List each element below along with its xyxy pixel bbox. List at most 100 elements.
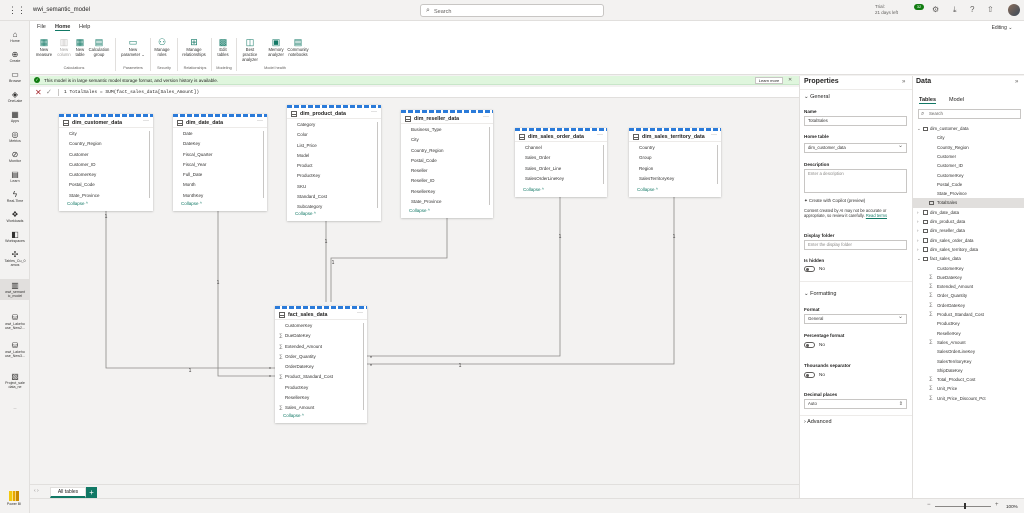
spinner-arrows-icon[interactable]: ⇕	[898, 401, 903, 407]
nav-item-6[interactable]: ⊘Monitor	[0, 148, 30, 165]
tree-field-item[interactable]: ShipDateKey	[913, 366, 1024, 375]
nav-item-3[interactable]: ◈OneLake	[0, 88, 30, 105]
decimal-places-spinner[interactable]: Auto⇕	[804, 399, 907, 409]
collapse-link[interactable]: Collapse ^	[637, 187, 658, 192]
more-options-icon[interactable]: ···	[371, 109, 377, 115]
tab-all-tables[interactable]: All tables	[50, 487, 86, 498]
tree-table-item[interactable]: ⌄fact_sales_data	[913, 254, 1024, 263]
tree-field-item[interactable]: ∑DueDateKey	[913, 273, 1024, 282]
table-field[interactable]: ∑DueDateKey	[275, 331, 367, 341]
field-list-scrollbar[interactable]	[716, 145, 718, 184]
table-field[interactable]: Postal_Code	[401, 156, 493, 166]
table-card-header[interactable]: dim_reseller_data···	[401, 113, 493, 124]
new-column-button[interactable]: ▥New column	[56, 37, 72, 58]
nav-item-7[interactable]: ▤Learn	[0, 168, 30, 185]
table-field[interactable]: Date	[173, 129, 267, 139]
chevron-right-icon[interactable]: ›	[917, 209, 919, 215]
relationship-territory-fact[interactable]	[367, 197, 675, 365]
table-card-header[interactable]: dim_product_data···	[287, 108, 381, 119]
calc-group-button[interactable]: ▤Calculation group	[88, 37, 110, 58]
table-field[interactable]: Reseller	[401, 166, 493, 176]
zoom-slider[interactable]	[935, 506, 991, 507]
table-field[interactable]: CustomerKey	[59, 170, 153, 180]
model-title[interactable]: wwi_semantic_model	[33, 7, 91, 13]
table-field[interactable]: OrderDateKey	[275, 362, 367, 372]
table-field[interactable]: Subcategory	[287, 202, 381, 212]
chevron-down-icon[interactable]: ⌄	[917, 256, 921, 262]
new-measure-button[interactable]: ▦New measure	[35, 37, 53, 58]
data-search-input[interactable]: ⌕Search	[918, 109, 1021, 119]
table-field[interactable]: Country_Region	[401, 146, 493, 156]
tree-field-item[interactable]: Country_Region	[913, 143, 1024, 152]
table-field[interactable]: ∑Sales_Amount	[275, 403, 367, 413]
table-field[interactable]: Fiscal_Year	[173, 160, 267, 170]
dax-formula-input[interactable]: 1 TotalSales = SUM(fact_sales_data[Sales…	[64, 90, 200, 95]
table-field[interactable]: List_Price	[287, 141, 381, 151]
create-with-copilot-button[interactable]: ✦ Create with Copilot (preview)	[804, 198, 865, 204]
table-field[interactable]: Business_Type	[401, 125, 493, 135]
app-launcher-icon[interactable]: ⋮⋮	[8, 5, 26, 15]
percentage-format-toggle[interactable]	[804, 342, 815, 348]
zoom-in-button[interactable]: +	[995, 502, 999, 508]
table-field[interactable]: Standard_Cost	[287, 192, 381, 202]
trial-status[interactable]: Trial:21 days left	[875, 4, 898, 16]
nav-item-4[interactable]: ▦Apps	[0, 108, 30, 125]
nav-item-0[interactable]: ⌂Home	[0, 28, 30, 45]
collapse-link[interactable]: Collapse ^	[295, 211, 316, 216]
nav-item-13[interactable]: ⛁wwi_Lakeho use_New2...	[0, 311, 30, 332]
powerbi-switcher[interactable]: Power BI	[3, 490, 25, 512]
table-field[interactable]: Reseller_ID	[401, 176, 493, 186]
table-field[interactable]: Model	[287, 151, 381, 161]
more-options-icon[interactable]: ···	[357, 310, 363, 316]
table-field[interactable]: Product	[287, 161, 381, 171]
tab-tables[interactable]: Tables	[919, 97, 937, 104]
display-folder-field[interactable]: Enter the display folder	[804, 240, 907, 250]
table-field[interactable]: ∑Order_Quantity	[275, 352, 367, 362]
edit-tables-button[interactable]: ▩Edit tables	[214, 37, 232, 58]
learn-more-button[interactable]: Learn more	[755, 76, 783, 84]
zoom-out-button[interactable]: −	[927, 502, 931, 508]
tree-field-item[interactable]: ∑Extended_Amount	[913, 282, 1024, 291]
tree-field-item[interactable]: ∑OrderDateKey	[913, 301, 1024, 310]
tree-measure-item[interactable]: TotalSales	[913, 198, 1024, 208]
tab-scroll-arrows[interactable]: ‹ ›	[34, 488, 39, 494]
nav-item-16[interactable]: ...	[0, 404, 30, 412]
nav-item-15[interactable]: ▧Project_sale data_ne	[0, 370, 30, 391]
relationship-reseller-fact[interactable]	[330, 218, 448, 302]
field-list-scrollbar[interactable]	[148, 131, 150, 198]
help-icon[interactable]: ?	[970, 5, 975, 14]
tree-field-item[interactable]: Postal_Code	[913, 180, 1024, 189]
field-list-scrollbar[interactable]	[262, 131, 264, 198]
collapse-link[interactable]: Collapse ^	[181, 201, 202, 206]
download-icon[interactable]: ⤓	[953, 5, 957, 14]
relationship-customer-fact[interactable]	[105, 211, 275, 369]
chevron-right-icon[interactable]: ›	[917, 237, 919, 243]
tree-field-item[interactable]: ∑Total_Product_Cost	[913, 375, 1024, 384]
table-field[interactable]: ∑Product_Standard_Cost	[275, 372, 367, 382]
more-options-icon[interactable]: ···	[257, 118, 263, 124]
home-table-select[interactable]: dim_customer_data	[804, 142, 907, 153]
tree-field-item[interactable]: Customer_ID	[913, 161, 1024, 170]
notebooks-button[interactable]: ▤Community notebooks	[285, 37, 311, 58]
tree-field-item[interactable]: CustomerKey	[913, 264, 1024, 273]
table-field[interactable]: ProductKey	[287, 171, 381, 181]
tree-field-item[interactable]: ∑Order_Quantity	[913, 291, 1024, 300]
table-field[interactable]: Full_Date	[173, 170, 267, 180]
tab-home[interactable]: Home	[55, 24, 71, 31]
relationship-salesorder-fact[interactable]	[367, 197, 561, 357]
nav-item-11[interactable]: ✣Tables_Cu_0 amos	[0, 248, 30, 269]
tree-field-item[interactable]: ∑Sales_Amount	[913, 338, 1024, 347]
parameter-button[interactable]: ▭New parameter ⌄	[120, 37, 146, 58]
more-options-icon[interactable]: ···	[143, 118, 149, 124]
tree-field-item[interactable]: ∑Unit_Price	[913, 384, 1024, 393]
tree-table-item[interactable]: ›dim_product_data	[913, 217, 1024, 226]
table-field[interactable]: Fiscal_Quarter	[173, 150, 267, 160]
table-card-header[interactable]: dim_sales_order_data···	[515, 131, 607, 142]
relationship-date-fact[interactable]	[217, 211, 275, 377]
table-card-header[interactable]: dim_customer_data···	[59, 117, 153, 128]
